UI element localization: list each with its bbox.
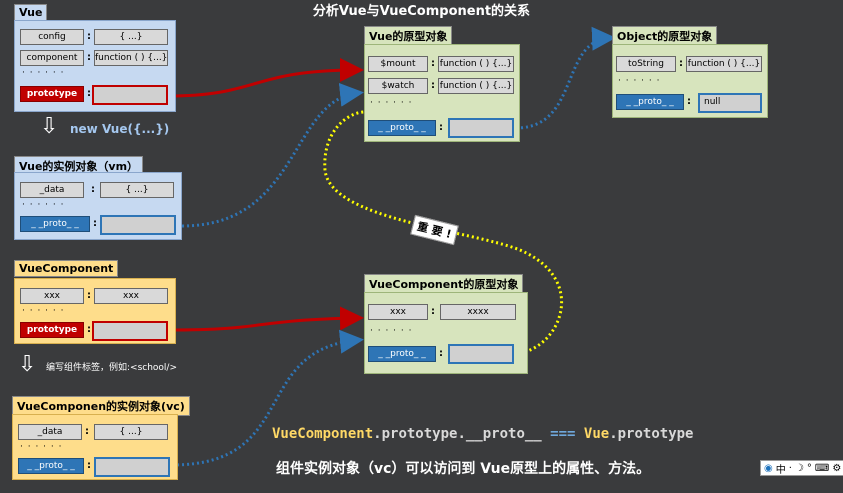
vue-dots: · · · · · · (22, 68, 65, 78)
page-title: 分析Vue与VueComponent的关系 (312, 4, 531, 19)
vc-proto-header: VueComponent的原型对象 (364, 274, 524, 294)
formula-part: .prototype.__proto__ (373, 426, 551, 442)
ime-tray[interactable]: ◉ 中 · ☽ ° ⌨ ⚙ ⁘ (760, 460, 843, 476)
vc-ctor-xxx-val: xxx (94, 288, 168, 304)
vc-dots: · · · · · · (20, 442, 63, 452)
gear-icon[interactable]: ⚙ (832, 462, 842, 474)
vm-data-val: { ...} (100, 182, 174, 198)
obj-proto-proto-val: null (698, 93, 762, 113)
colon: : (431, 80, 435, 91)
colon: : (687, 96, 691, 107)
colon: : (431, 306, 435, 317)
obj-proto-proto-key: _ _proto_ _ (616, 94, 684, 110)
vue-header: Vue (14, 4, 48, 21)
vc-proto-proto-key: _ _proto_ _ (368, 346, 436, 362)
keyboard-icon[interactable]: ⌨ (814, 462, 830, 474)
vc-ctor-prototype-val (92, 321, 168, 341)
vue-config-key: config (20, 29, 84, 45)
formula-part: .prototype (609, 426, 694, 442)
colon: : (87, 290, 91, 301)
vm-proto-key: _ _proto_ _ (20, 216, 90, 232)
tray-icon[interactable]: ° (806, 462, 812, 474)
ime-logo-icon: ◉ (764, 462, 773, 474)
vc-ctor-header: VueComponent (14, 260, 119, 277)
colon: : (87, 460, 91, 471)
colon: : (91, 184, 95, 195)
colon: : (87, 324, 91, 335)
tray-icon[interactable]: ☽ (794, 462, 804, 474)
formula-part: === (550, 426, 576, 442)
vc-header: VueComponen的实例对象(vc) (12, 396, 190, 416)
colon: : (93, 218, 97, 229)
important-yellow-arrow (323, 110, 563, 356)
vc-proto-arrow (171, 329, 364, 467)
vc-ctor-xxx-key: xxx (20, 288, 84, 304)
formula-part: Vue (575, 426, 610, 442)
vue-proto-dots: · · · · · · (370, 98, 413, 108)
obj-proto-dots: · · · · · · (618, 76, 661, 86)
vc-proto-key: _ _proto_ _ (18, 458, 84, 474)
vc-data-val: { ...} (94, 424, 168, 440)
vue-prototype-val (92, 85, 168, 105)
vue-proto-proto-val (448, 118, 514, 138)
vue-prototype-arrow (167, 58, 364, 98)
formula-part: VueComponent (272, 426, 374, 442)
obj-tostring-val: function ( ) {...} (686, 56, 762, 72)
vue-prototype-key: prototype (20, 86, 84, 102)
tray-icon[interactable]: · (788, 462, 792, 474)
vue-proto-proto-key: _ _proto_ _ (368, 120, 436, 136)
write-tag-label: 编写组件标签，例如:<school/> (46, 363, 178, 373)
vue-proto-header: Vue的原型对象 (364, 26, 453, 46)
obj-tostring-key: toString (616, 56, 676, 72)
vue-proto-watch-val: function ( ) {...} (438, 78, 514, 94)
down-arrow-icon: ⇩ (40, 114, 59, 139)
vc-proto-dots: · · · · · · (370, 326, 413, 336)
down-arrow-icon: ⇩ (18, 352, 37, 377)
vc-proto-proto-val (448, 344, 514, 364)
obj-proto-header: Object的原型对象 (612, 26, 718, 46)
vue-proto-mount-val: function ( ) {...} (438, 56, 514, 72)
colon: : (679, 58, 683, 69)
vm-dots: · · · · · · (22, 200, 65, 210)
vm-proto-arrow (181, 82, 364, 228)
colon: : (439, 348, 443, 359)
vc-proto-val (94, 457, 170, 477)
vc-ctor-prototype-key: prototype (20, 322, 84, 338)
vue-config-val: { ...} (94, 29, 168, 45)
vc-data-key: _data (18, 424, 82, 440)
vc-proto-xxx-val: xxxx (440, 304, 516, 320)
vue-proto-mount-key: $mount (368, 56, 428, 72)
colon: : (87, 88, 91, 99)
vm-data-key: _data (20, 182, 84, 198)
vc-ctor-dots: · · · · · · (22, 306, 65, 316)
colon: : (87, 52, 91, 63)
ime-lang[interactable]: 中 (775, 464, 786, 476)
vc-prototype-arrow (167, 306, 364, 332)
colon: : (85, 426, 89, 437)
vue-component-key: component (20, 50, 84, 66)
colon: : (439, 122, 443, 133)
vm-proto-val (100, 215, 176, 235)
vue-proto-watch-key: $watch (368, 78, 428, 94)
note-text: 组件实例对象（vc）可以访问到 Vue原型上的属性、方法。 (276, 461, 651, 477)
vueproto-to-object-arrow (515, 26, 616, 130)
colon: : (431, 58, 435, 69)
new-vue-label: new Vue({...}) (70, 122, 170, 136)
vue-component-val: function ( ) {...} (94, 50, 168, 66)
vc-proto-xxx-key: xxx (368, 304, 428, 320)
colon: : (87, 31, 91, 42)
formula-line: VueComponent.prototype.__proto__ === Vue… (272, 426, 693, 442)
